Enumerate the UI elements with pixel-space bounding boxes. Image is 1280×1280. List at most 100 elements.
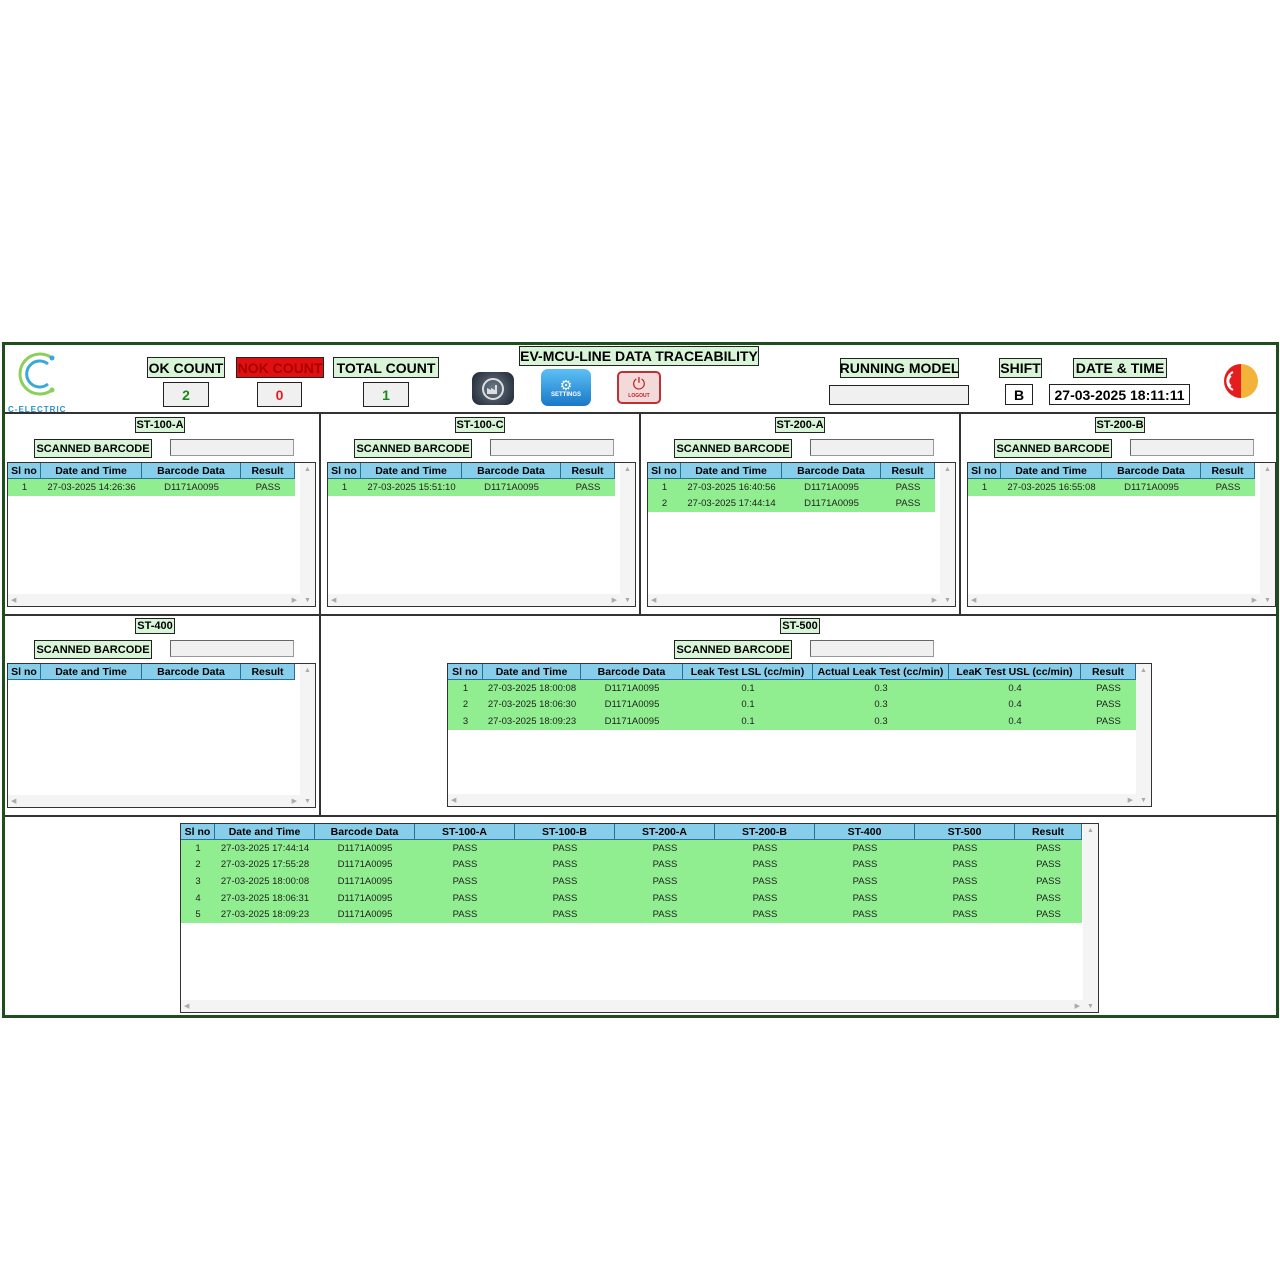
horizontal-scrollbar[interactable]: ◀▶ — [448, 794, 1136, 806]
column-header[interactable]: Barcode Data — [782, 463, 881, 479]
column-header[interactable]: Date and Time — [1001, 463, 1102, 479]
scroll-down-arrow[interactable]: ▼ — [304, 798, 311, 805]
column-header[interactable]: Actual Leak Test (cc/min) — [813, 664, 949, 680]
column-header[interactable]: Date and Time — [681, 463, 782, 479]
scroll-left-arrow[interactable]: ◀ — [651, 597, 657, 604]
column-header[interactable]: Date and Time — [41, 664, 142, 680]
column-header[interactable]: ST-100-A — [415, 824, 515, 840]
column-header[interactable]: ST-200-A — [615, 824, 715, 840]
scroll-down-arrow[interactable]: ▼ — [1264, 597, 1271, 604]
column-header[interactable]: Date and Time — [361, 463, 462, 479]
scroll-up-arrow[interactable]: ▲ — [304, 466, 311, 473]
vertical-scrollbar[interactable]: ▲▼ — [940, 463, 955, 606]
scroll-up-arrow[interactable]: ▲ — [1140, 667, 1147, 674]
vertical-scrollbar[interactable]: ▲▼ — [300, 463, 315, 606]
column-header[interactable]: LeaK Test USL (cc/min) — [949, 664, 1081, 680]
vertical-scrollbar[interactable]: ▲▼ — [300, 664, 315, 807]
column-header[interactable]: Barcode Data — [462, 463, 561, 479]
scroll-up-arrow[interactable]: ▲ — [1264, 466, 1271, 473]
scanned-barcode-input[interactable] — [490, 439, 614, 456]
scroll-down-arrow[interactable]: ▼ — [1140, 797, 1147, 804]
vertical-scrollbar[interactable]: ▲▼ — [1260, 463, 1275, 606]
column-header[interactable]: ST-400 — [815, 824, 915, 840]
scroll-up-arrow[interactable]: ▲ — [944, 466, 951, 473]
horizontal-scrollbar[interactable]: ◀▶ — [968, 594, 1260, 606]
vertical-scrollbar[interactable]: ▲▼ — [620, 463, 635, 606]
scroll-right-arrow[interactable]: ▶ — [931, 597, 937, 604]
scroll-up-arrow[interactable]: ▲ — [304, 667, 311, 674]
scroll-right-arrow[interactable]: ▶ — [1251, 597, 1257, 604]
column-header[interactable]: Sl no — [8, 664, 41, 680]
scroll-up-arrow[interactable]: ▲ — [624, 466, 631, 473]
scroll-right-arrow[interactable]: ▶ — [1074, 1003, 1080, 1010]
column-header[interactable]: Sl no — [328, 463, 361, 479]
column-header[interactable]: Sl no — [8, 463, 41, 479]
scroll-left-arrow[interactable]: ◀ — [331, 597, 337, 604]
vertical-scrollbar[interactable]: ▲▼ — [1083, 824, 1098, 1012]
column-header[interactable]: Sl no — [968, 463, 1001, 479]
home-button[interactable] — [472, 372, 514, 405]
column-header[interactable]: Result — [881, 463, 935, 479]
logout-button[interactable]: ⏻ LOGOUT — [617, 371, 661, 404]
column-header[interactable]: Date and Time — [215, 824, 315, 840]
scanned-barcode-input[interactable] — [810, 640, 934, 657]
column-header[interactable]: Barcode Data — [1102, 463, 1201, 479]
scanned-barcode-input[interactable] — [810, 439, 934, 456]
scroll-down-arrow[interactable]: ▼ — [624, 597, 631, 604]
column-header[interactable]: ST-100-B — [515, 824, 615, 840]
column-header[interactable]: Result — [1015, 824, 1082, 840]
scroll-down-arrow[interactable]: ▼ — [304, 597, 311, 604]
scroll-right-arrow[interactable]: ▶ — [291, 597, 297, 604]
scanned-barcode-input[interactable] — [1130, 439, 1254, 456]
column-header[interactable]: Result — [561, 463, 615, 479]
column-header[interactable]: Sl no — [181, 824, 215, 840]
column-header[interactable]: Barcode Data — [581, 664, 683, 680]
column-header[interactable]: Barcode Data — [315, 824, 415, 840]
column-header[interactable]: Sl no — [648, 463, 681, 479]
column-header[interactable]: Date and Time — [483, 664, 581, 680]
scroll-down-arrow[interactable]: ▼ — [1087, 1003, 1094, 1010]
scroll-left-arrow[interactable]: ◀ — [971, 597, 977, 604]
scroll-right-arrow[interactable]: ▶ — [291, 798, 297, 805]
scroll-up-arrow[interactable]: ▲ — [1087, 827, 1094, 834]
scroll-right-arrow[interactable]: ▶ — [611, 597, 617, 604]
settings-button[interactable]: ⚙ SETTINGS — [541, 369, 591, 406]
scroll-left-arrow[interactable]: ◀ — [451, 797, 457, 804]
column-header[interactable]: Barcode Data — [142, 664, 241, 680]
horizontal-scrollbar[interactable]: ◀▶ — [8, 795, 300, 807]
scroll-right-arrow[interactable]: ▶ — [1127, 797, 1133, 804]
horizontal-scrollbar[interactable]: ◀▶ — [181, 1000, 1083, 1012]
scanned-barcode-input[interactable] — [170, 439, 294, 456]
horizontal-scrollbar[interactable]: ◀▶ — [8, 594, 300, 606]
horizontal-scrollbar[interactable]: ◀▶ — [328, 594, 620, 606]
scroll-left-arrow[interactable]: ◀ — [11, 597, 17, 604]
scanned-barcode-input[interactable] — [170, 640, 294, 657]
scroll-left-arrow[interactable]: ◀ — [11, 798, 17, 805]
column-header[interactable]: Date and Time — [41, 463, 142, 479]
scroll-down-arrow[interactable]: ▼ — [944, 597, 951, 604]
column-header[interactable]: Result — [1201, 463, 1255, 479]
vertical-scrollbar[interactable]: ▲▼ — [1136, 664, 1151, 806]
column-header[interactable]: ST-200-B — [715, 824, 815, 840]
column-header[interactable]: Barcode Data — [142, 463, 241, 479]
column-header[interactable]: ST-500 — [915, 824, 1015, 840]
column-header[interactable]: Leak Test LSL (cc/min) — [683, 664, 813, 680]
horizontal-scrollbar[interactable]: ◀▶ — [648, 594, 940, 606]
scroll-left-arrow[interactable]: ◀ — [184, 1003, 190, 1010]
column-header[interactable]: Result — [241, 664, 295, 680]
column-header[interactable]: Result — [1081, 664, 1136, 680]
column-header[interactable]: Sl no — [448, 664, 483, 680]
